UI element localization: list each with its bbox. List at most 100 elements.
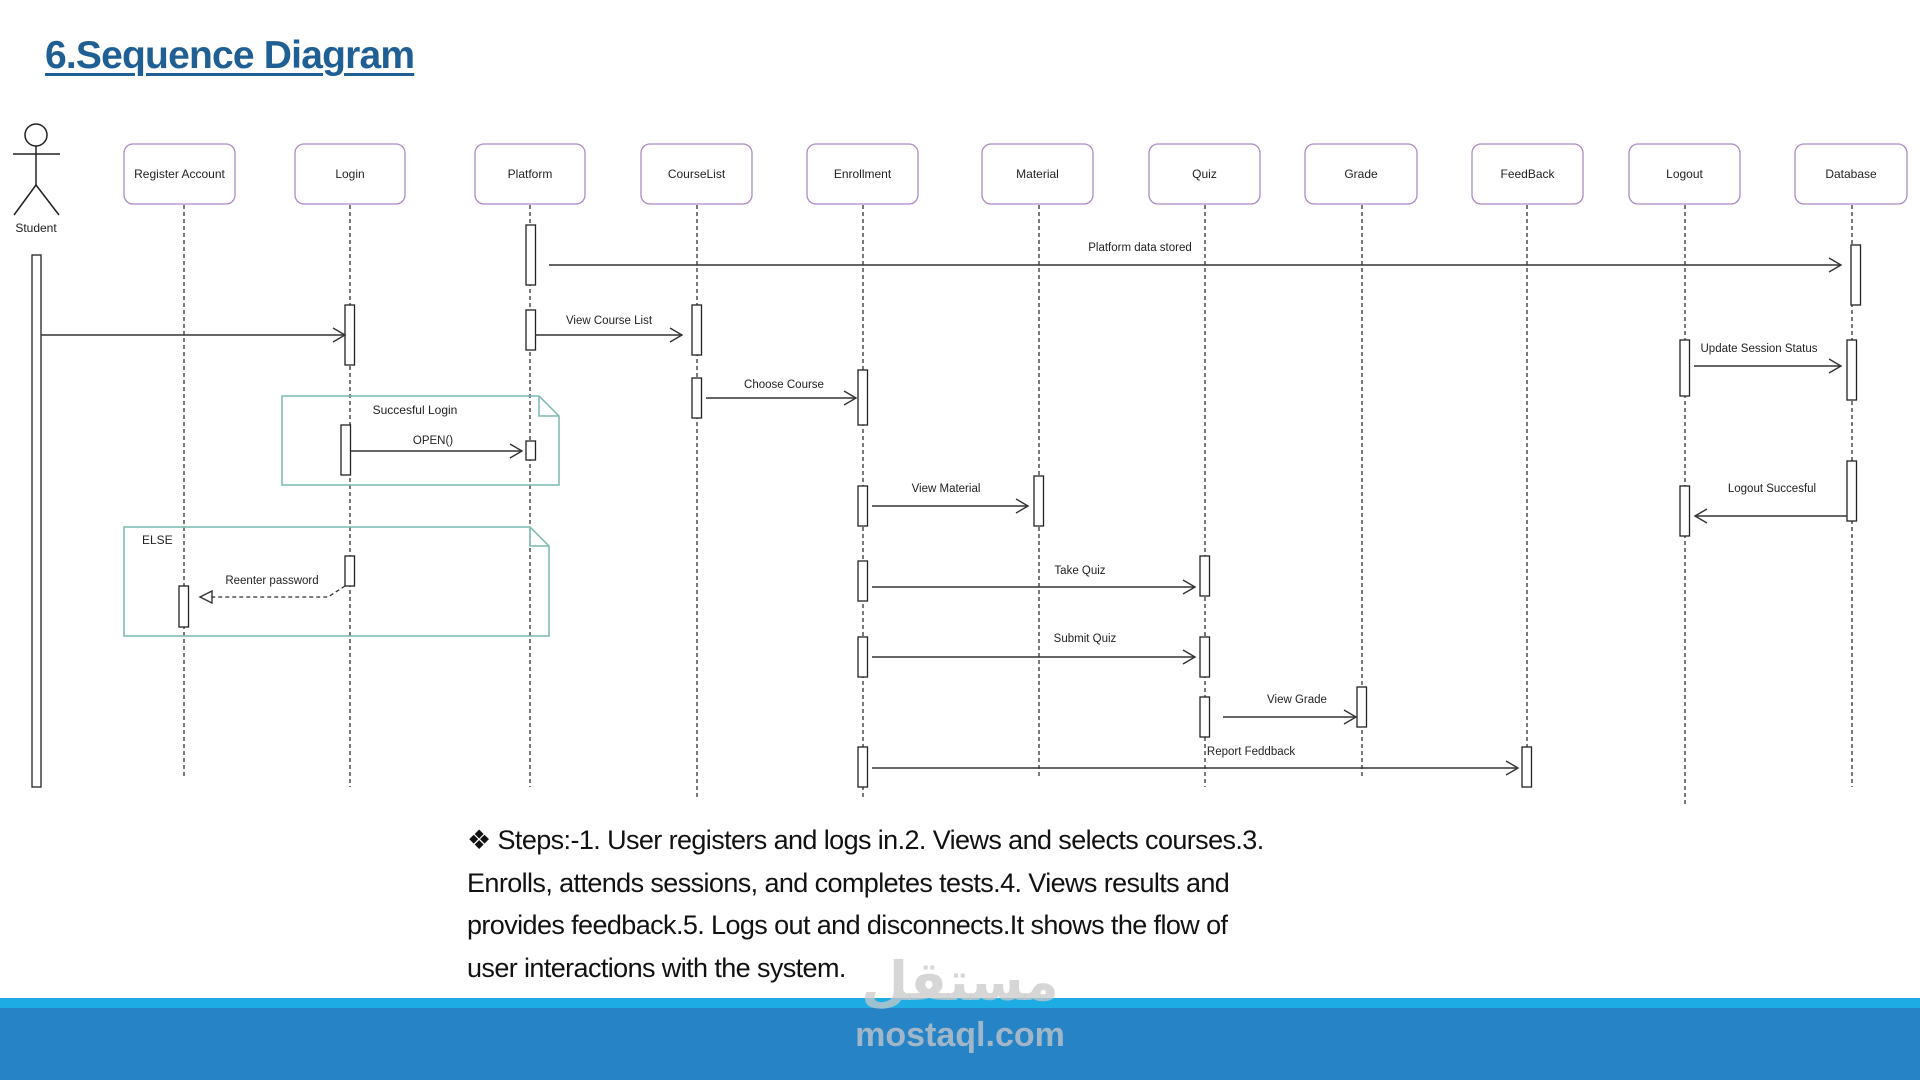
activation-bar — [1521, 746, 1533, 788]
frame-label: Succesful Login — [373, 403, 458, 417]
lifeline-label: Enrollment — [834, 167, 892, 181]
frame-label: ELSE — [142, 533, 173, 547]
message-choose-course: Choose Course — [706, 379, 858, 406]
arrowhead-open-icon — [509, 443, 524, 459]
activation-bar — [1679, 339, 1691, 397]
lifeline-box — [123, 143, 236, 205]
arrowhead-open-icon — [1505, 760, 1520, 776]
message-take-quiz: Take Quiz — [872, 565, 1197, 595]
lifeline-box — [981, 143, 1094, 205]
lifeline-label: Grade — [1344, 167, 1378, 181]
lifeline-label: Quiz — [1192, 167, 1217, 181]
lifeline-material: Material — [981, 143, 1094, 777]
message-label: Report Feddback — [1207, 746, 1295, 758]
frame-fold — [529, 527, 549, 547]
steps-line: user interactions with the system. — [467, 952, 846, 983]
footer-band — [0, 1008, 1920, 1080]
arrowhead-open-icon — [843, 390, 858, 406]
activations — [178, 224, 1862, 788]
actor-head-icon — [24, 123, 48, 147]
activation-bar — [340, 424, 352, 476]
message-view-material: View Material — [872, 483, 1030, 514]
activation-bar — [344, 304, 356, 366]
message-label: View Grade — [1267, 694, 1327, 706]
lifeline-quiz: Quiz — [1148, 143, 1261, 787]
actor-label: Student — [15, 221, 57, 235]
actor-student: Student — [13, 123, 60, 788]
lifeline-courselist: CourseList — [640, 143, 753, 797]
steps-line: provides feedback.5. Logs out and discon… — [467, 910, 1228, 940]
lifeline-label: Database — [1825, 167, 1877, 181]
activation-bar — [857, 560, 869, 602]
activation-bar — [178, 585, 190, 628]
lifeline-box — [1304, 143, 1418, 205]
arrowhead-open-icon — [1182, 579, 1197, 595]
message-label: Update Session Status — [1701, 343, 1818, 355]
activation-bar — [525, 440, 537, 461]
lifeline-box — [1148, 143, 1261, 205]
activation-bar — [857, 485, 869, 527]
activation-bar — [857, 369, 869, 426]
activation-bar — [1033, 475, 1045, 527]
lifeline-logout: Logout — [1628, 143, 1741, 807]
message-label: Choose Course — [744, 379, 824, 391]
arrowhead-open-icon — [1343, 709, 1358, 725]
arrowhead-open-icon — [1828, 257, 1843, 273]
actor-left-leg — [13, 184, 37, 216]
activation-bar — [1846, 460, 1858, 522]
message-line — [210, 585, 346, 598]
lifeline-box — [640, 143, 753, 205]
activation-bar — [525, 309, 537, 351]
lifeline-label: Register Account — [134, 167, 225, 181]
lifeline-box — [1628, 143, 1741, 205]
activation-bar — [691, 377, 703, 419]
lifeline-feedback: FeedBack — [1471, 143, 1584, 787]
steps-text: ❖ Steps:-1. User registers and logs in.2… — [467, 819, 1264, 989]
lifeline-box — [474, 143, 586, 205]
message-view-grade: View Grade — [1223, 694, 1358, 725]
activation-bar — [31, 254, 42, 788]
message-reenter-password: Reenter password — [198, 575, 346, 605]
steps-line: ❖ Steps:-1. User registers and logs in.2… — [467, 825, 1264, 855]
activation-bar — [525, 224, 537, 286]
arrowhead-open-icon — [1693, 508, 1708, 524]
bullet-diamond-icon: ❖ — [467, 825, 491, 855]
activation-bar — [344, 555, 356, 587]
lifeline-label: CourseList — [668, 167, 726, 181]
lifeline-label: Platform — [508, 167, 553, 181]
message-label: View Course List — [566, 315, 653, 327]
message-view-course-list: View Course List — [535, 315, 684, 343]
message-label: Take Quiz — [1054, 565, 1105, 577]
lifeline-box — [1471, 143, 1584, 205]
message-label: Logout Succesful — [1728, 483, 1816, 495]
sequence-diagram: Student Register Account Login Platform Cou… — [13, 123, 1908, 807]
lifeline-label: Logout — [1666, 167, 1703, 181]
lifeline-register-account: Register Account — [123, 143, 236, 777]
lifeline-label: FeedBack — [1500, 167, 1555, 181]
steps-line: Enrolls, attends sessions, and completes… — [467, 867, 1230, 898]
lifeline-platform: Platform — [474, 143, 586, 787]
frame-outline — [123, 526, 550, 637]
lifeline-box — [1794, 143, 1908, 205]
activation-bar — [857, 746, 869, 788]
frame-successful-login: Succesful Login — [281, 395, 560, 486]
message-open: OPEN() — [351, 435, 524, 459]
frame-outline — [281, 395, 560, 486]
arrowhead-hollow-icon — [198, 589, 213, 605]
footer-accent-band — [0, 998, 1920, 1008]
lifeline-box — [806, 143, 919, 205]
activation-bar — [857, 636, 869, 678]
lifeline-label: Login — [335, 167, 364, 181]
message-label: View Material — [912, 483, 981, 495]
message-student-login — [41, 327, 347, 343]
lifeline-grade: Grade — [1304, 143, 1418, 777]
activation-bar — [1846, 339, 1858, 401]
page-title: 6.Sequence Diagram — [45, 34, 415, 77]
arrowhead-open-icon — [1015, 498, 1030, 514]
message-platform-data-stored: Platform data stored — [549, 242, 1843, 273]
activation-bar — [1199, 555, 1211, 597]
lifeline-enrollment: Enrollment — [806, 143, 919, 797]
arrowhead-open-icon — [1182, 649, 1197, 665]
arrowhead-open-icon — [1828, 358, 1843, 374]
